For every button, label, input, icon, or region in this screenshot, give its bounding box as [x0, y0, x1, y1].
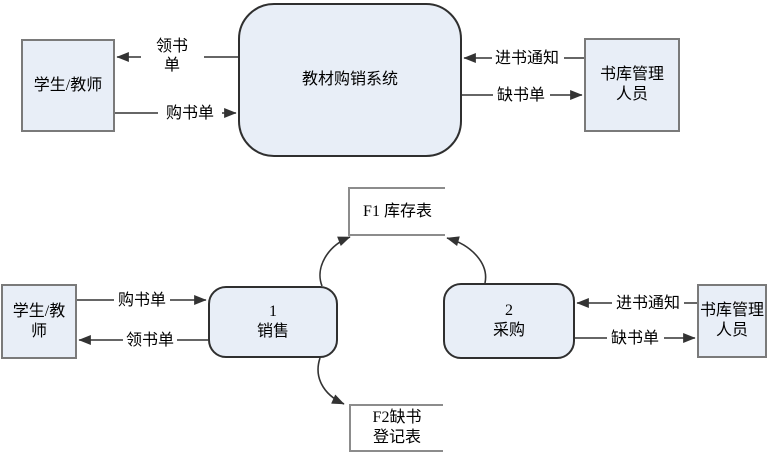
entity-label: 学生/教师 — [33, 76, 103, 94]
entity-student-teacher-bottom: 学生/教 师 — [1, 284, 77, 359]
entity-student-teacher-top: 学生/教师 — [21, 39, 115, 132]
flow-sales-to-f2 — [317, 357, 345, 405]
flow-label-shortage-list-top: 缺书单 — [497, 87, 546, 104]
flow-sales-to-f1 — [319, 236, 351, 287]
flow-label-receive-list-top: 领书 单 — [155, 38, 188, 74]
process-number: 1 — [269, 303, 277, 320]
flow-label-purchase-list-bottom: 购书单 — [118, 292, 167, 309]
flow-label-arrival-notice-top: 进书通知 — [495, 50, 560, 67]
entity-warehouse-staff-top: 书库管理 人员 — [584, 38, 680, 132]
store-label-line1: F2缺书 — [372, 409, 422, 426]
process-textbook-system: 教材购销系统 — [238, 3, 462, 157]
process-purchase: 2 采购 — [443, 283, 575, 359]
store-label: F1 库存表 — [363, 202, 432, 220]
entity-label-line2: 人员 — [715, 322, 748, 339]
process-number: 2 — [505, 302, 513, 319]
store-label-line2: 登记表 — [372, 429, 421, 446]
flow-label-shortage-list-bottom: 缺书单 — [611, 330, 660, 347]
entity-label-line1: 书库管理 — [699, 302, 764, 319]
datastore-f2-shortage: F2缺书 登记表 — [349, 404, 443, 452]
flow-label-arrival-notice-bottom: 进书通知 — [616, 295, 681, 312]
entity-warehouse-staff-bottom: 书库管理 人员 — [697, 284, 767, 358]
datastore-f1-inventory: F1 库存表 — [348, 187, 445, 236]
flow-label-purchase-list-top: 购书单 — [165, 105, 214, 122]
entity-label-line2: 人员 — [615, 86, 648, 103]
process-label: 教材购销系统 — [301, 71, 398, 88]
process-name: 采购 — [492, 322, 525, 339]
entity-label-line1: 学生/教 — [12, 302, 66, 320]
entity-label-line2: 师 — [30, 322, 47, 340]
process-name: 销售 — [256, 323, 289, 340]
entity-label-line1: 书库管理 — [599, 66, 664, 83]
flow-label-receive-list-bottom: 领书单 — [126, 332, 175, 349]
process-sales: 1 销售 — [208, 286, 338, 358]
flow-purchase-to-f1 — [446, 236, 487, 284]
